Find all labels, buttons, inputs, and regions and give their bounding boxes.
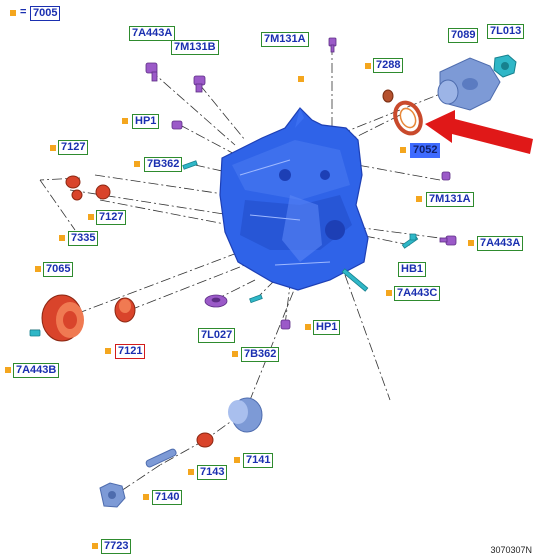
label-HB1: HB1 (398, 262, 427, 277)
label-7005: 7005 (30, 6, 61, 21)
label-7288: 7288 (373, 58, 404, 73)
marker (188, 469, 194, 475)
label-HP1-b: HP1 (313, 320, 341, 335)
label-7L027: 7L027 (198, 328, 236, 343)
label-7M131B: 7M131B (171, 40, 219, 55)
label-7089: 7089 (448, 28, 479, 43)
marker (468, 240, 474, 246)
label-7140: 7140 (152, 490, 183, 505)
marker (400, 147, 406, 153)
label-7065: 7065 (43, 262, 74, 277)
transmission-housing (219, 107, 369, 291)
marker (365, 63, 371, 69)
pins (29, 160, 419, 337)
label-7127-b: 7127 (96, 210, 127, 225)
flange-7089 (437, 57, 501, 111)
label-7A443A-right: 7A443A (477, 236, 524, 251)
marker (5, 367, 11, 373)
seal-7052 (393, 100, 423, 136)
label-7A443B: 7A443B (13, 363, 60, 378)
left-seals (41, 175, 136, 342)
label-7A443A-top: 7A443A (129, 26, 176, 41)
marker (88, 214, 94, 220)
nut-7L013 (493, 54, 517, 78)
label-7127-a: 7127 (58, 140, 89, 155)
label-7B362-b: 7B362 (241, 347, 280, 362)
label-7141: 7141 (243, 453, 274, 468)
label-7L013: 7L013 (487, 24, 525, 39)
seal-7288 (382, 89, 394, 103)
lower-parts (99, 397, 263, 508)
marker (50, 145, 56, 151)
marker (305, 324, 311, 330)
bolts (145, 37, 457, 330)
label-7M131A-top: 7M131A (261, 32, 309, 47)
label-7335: 7335 (68, 231, 99, 246)
marker (298, 76, 304, 82)
marker (386, 290, 392, 296)
label-7121: 7121 (115, 344, 146, 359)
marker (416, 196, 422, 202)
marker (92, 543, 98, 549)
label-7723: 7723 (101, 539, 132, 554)
red-arrow-icon (425, 110, 533, 154)
marker (59, 235, 65, 241)
marker (134, 161, 140, 167)
label-7052: 7052 (410, 143, 441, 158)
marker (232, 351, 238, 357)
marker (234, 457, 240, 463)
marker (143, 494, 149, 500)
label-7B362-a: 7B362 (144, 157, 183, 172)
figure-id: 3070307N (490, 545, 532, 555)
marker (122, 118, 128, 124)
orange-square-marker-icon (10, 10, 16, 16)
marker (35, 266, 41, 272)
label-7M131A-right: 7M131A (426, 192, 474, 207)
legend-equals: = (20, 6, 27, 18)
label-7A443C: 7A443C (394, 286, 441, 301)
label-HP1-a: HP1 (132, 114, 160, 129)
marker (105, 348, 111, 354)
label-7143: 7143 (197, 465, 228, 480)
